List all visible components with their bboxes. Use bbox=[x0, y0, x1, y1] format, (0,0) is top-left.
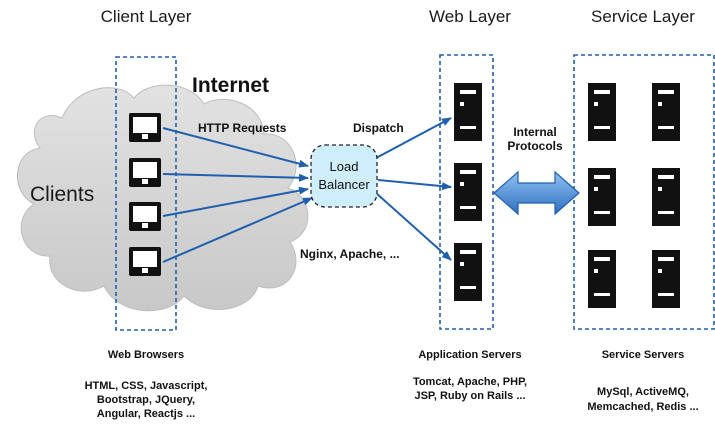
service-layer-box bbox=[573, 54, 715, 330]
load-balancer-label-line2: Balancer bbox=[318, 177, 370, 192]
web-browsers-caption: Web Browsers HTML, CSS, Javascript, Boot… bbox=[85, 349, 208, 420]
web-browsers-line1: HTML, CSS, Javascript, bbox=[85, 380, 208, 392]
web-browsers-line3: Angular, Reactjs ... bbox=[97, 408, 195, 420]
arrow-lb-to-web-1 bbox=[375, 117, 452, 159]
server-icon bbox=[588, 250, 616, 308]
internet-cloud bbox=[17, 84, 309, 312]
server-icon bbox=[652, 250, 680, 308]
server-icon bbox=[454, 83, 482, 141]
server-icon bbox=[652, 83, 680, 141]
application-servers-line1: Tomcat, Apache, PHP, bbox=[413, 376, 527, 388]
arrow-client-2-to-lb bbox=[162, 173, 309, 182]
application-servers-caption: Application Servers Tomcat, Apache, PHP,… bbox=[413, 349, 527, 402]
load-balancer-node: Load Balancer bbox=[310, 144, 378, 208]
internal-protocols-double-arrow bbox=[493, 170, 580, 216]
application-servers-title: Application Servers bbox=[418, 349, 521, 361]
service-servers-line1: MySql, ActiveMQ, bbox=[597, 386, 689, 398]
server-icon bbox=[454, 243, 482, 301]
arrow-lb-to-web-3 bbox=[375, 192, 452, 261]
server-icon bbox=[454, 163, 482, 221]
service-servers-title: Service Servers bbox=[602, 349, 685, 361]
web-browsers-line2: Bootstrap, JQuery, bbox=[97, 394, 195, 406]
arrow-client-1-to-lb bbox=[162, 127, 309, 168]
dispatch-label: Dispatch bbox=[353, 121, 404, 135]
http-requests-label: HTTP Requests bbox=[198, 121, 287, 135]
client-layer-box bbox=[115, 56, 177, 331]
client-layer-title: Client Layer bbox=[101, 7, 192, 26]
internet-label: Internet bbox=[192, 74, 269, 97]
service-layer-title: Service Layer bbox=[591, 7, 695, 26]
load-balancer-label-line1: Load bbox=[330, 159, 359, 174]
monitor-icon bbox=[129, 158, 161, 187]
clients-label: Clients bbox=[30, 183, 94, 206]
server-icon bbox=[588, 83, 616, 141]
monitor-icon bbox=[129, 202, 161, 231]
server-icon bbox=[652, 168, 680, 226]
service-servers-caption: Service Servers MySql, ActiveMQ, Memcach… bbox=[587, 349, 698, 413]
web-layer-title: Web Layer bbox=[429, 7, 511, 26]
web-browsers-title: Web Browsers bbox=[108, 349, 184, 361]
application-servers-line2: JSP, Ruby on Rails ... bbox=[414, 390, 525, 402]
internal-protocols-label-line2: Protocols bbox=[507, 139, 563, 153]
arrow-client-4-to-lb bbox=[162, 197, 313, 263]
load-balancer-examples: Nginx, Apache, ... bbox=[300, 247, 400, 261]
service-servers-line2: Memcached, Redis ... bbox=[587, 401, 698, 413]
monitor-icon bbox=[129, 247, 161, 276]
arrow-client-3-to-lb bbox=[162, 186, 309, 217]
server-icon bbox=[588, 168, 616, 226]
web-layer-box bbox=[439, 54, 494, 330]
arrow-lb-to-web-2 bbox=[377, 179, 452, 191]
internal-protocols-label-line1: Internal bbox=[513, 125, 556, 139]
monitor-icon bbox=[129, 113, 161, 142]
